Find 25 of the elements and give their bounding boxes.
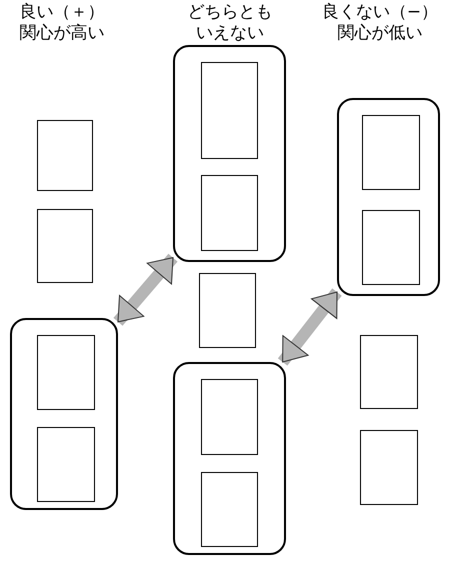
empty-box	[37, 335, 95, 410]
empty-box	[37, 120, 93, 191]
empty-box	[37, 209, 93, 283]
empty-box	[37, 427, 95, 502]
group-frame	[173, 45, 286, 262]
empty-box	[360, 335, 418, 409]
column-heading: 関心が高い	[20, 23, 104, 43]
empty-box	[201, 379, 258, 455]
column-heading: 良い（＋）	[20, 2, 104, 22]
empty-box	[201, 62, 258, 159]
column-heading: 関心が低い	[338, 23, 422, 43]
column-heading: どちらとも	[188, 2, 272, 22]
empty-box	[199, 273, 256, 348]
column-heading: 良くない（−）	[322, 2, 438, 22]
empty-box	[201, 472, 258, 547]
group-frame	[173, 362, 286, 555]
double-arrow	[278, 288, 342, 366]
empty-box	[362, 115, 420, 190]
group-frame	[337, 98, 440, 296]
double-arrow	[113, 254, 178, 326]
empty-box	[201, 175, 258, 251]
group-frame	[10, 318, 118, 510]
column-heading: いえない	[196, 23, 264, 43]
empty-box	[362, 210, 420, 285]
empty-box	[360, 430, 418, 505]
